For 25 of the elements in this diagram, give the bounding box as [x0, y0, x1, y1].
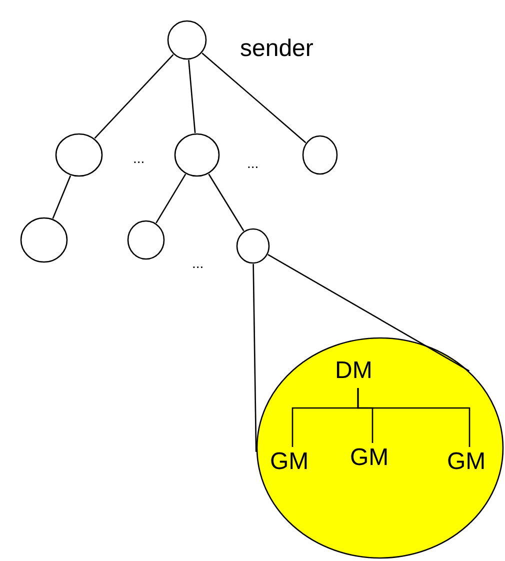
node-label: GM	[270, 447, 309, 477]
node-circle	[20, 217, 68, 263]
connector-line	[94, 54, 174, 139]
node-circle	[55, 133, 103, 177]
ellipsis-mark: ...	[192, 255, 204, 271]
node-circle	[127, 220, 165, 260]
node-label: GM	[350, 443, 389, 473]
connector-line	[357, 388, 470, 447]
ellipsis-mark: ...	[133, 150, 145, 166]
connector-line	[188, 60, 196, 134]
node-circle	[167, 20, 207, 60]
connector-line	[208, 174, 244, 232]
connector-line	[52, 175, 72, 219]
zoom-line	[252, 264, 257, 452]
zoom-line	[268, 254, 470, 372]
node-label: DM	[335, 356, 372, 386]
magnifier-circle	[256, 337, 504, 559]
node-circle	[174, 133, 220, 177]
connector-line	[156, 174, 186, 224]
node-caption: sender	[240, 34, 314, 64]
node-circle	[236, 228, 270, 264]
node-circle	[302, 135, 338, 175]
ellipsis-mark: ...	[247, 155, 259, 171]
node-label: GM	[447, 447, 486, 477]
connector-line	[202, 52, 306, 144]
